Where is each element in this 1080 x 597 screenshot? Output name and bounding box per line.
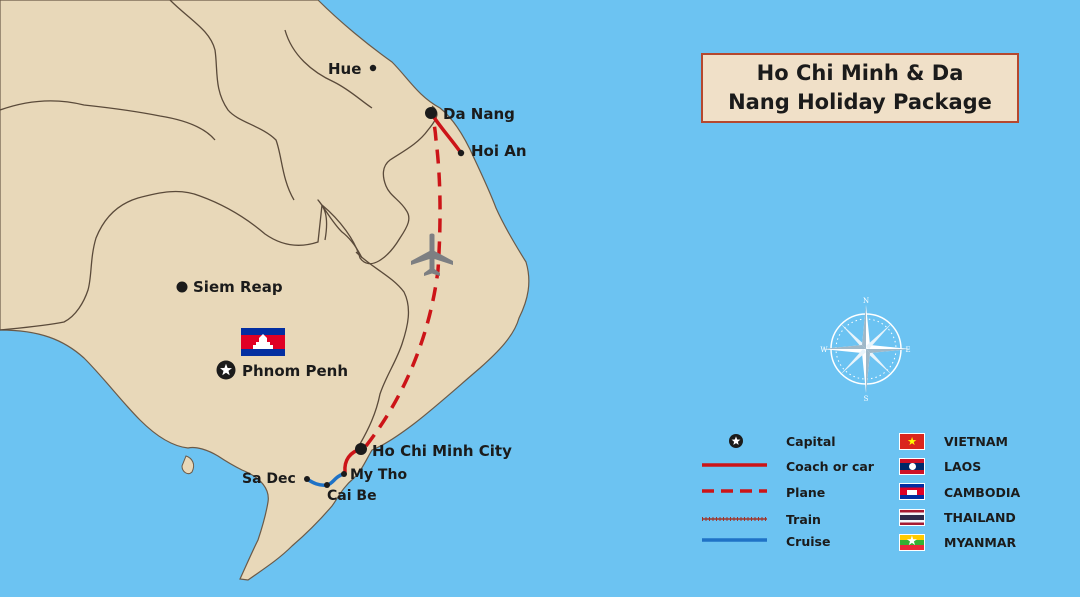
compass-s: S (864, 395, 869, 403)
myanmar-flag-icon: ★ (899, 534, 925, 551)
city-dot-da-nang (425, 107, 437, 119)
label-siem-reap: Siem Reap (193, 278, 283, 296)
city-dot-hue (369, 64, 377, 72)
compass-rose-icon: N S E W (820, 297, 910, 403)
city-dot-sa-dec (304, 476, 310, 482)
legend-symbols (702, 434, 767, 542)
title-line-2: Nang Holiday Package (728, 90, 992, 114)
cambodia-flag-icon (241, 328, 285, 356)
thailand-flag-icon (899, 509, 925, 526)
land-mainland (0, 0, 530, 581)
city-dot-my-tho (341, 471, 347, 477)
city-dot-hoi-an (457, 149, 465, 157)
legend-label-coach: Coach or car (786, 459, 874, 474)
label-sa-dec: Sa Dec (242, 471, 296, 487)
label-my-tho: My Tho (350, 467, 407, 483)
label-hoi-an: Hoi An (471, 142, 527, 160)
legend-label-train: Train (786, 512, 821, 527)
capital-star-icon (216, 360, 236, 380)
label-ho-chi-minh-city: Ho Chi Minh City (372, 442, 512, 460)
legend-label-cruise: Cruise (786, 534, 831, 549)
title-box: Ho Chi Minh & Da Nang Holiday Package (701, 53, 1019, 123)
city-dot-siem-reap (176, 281, 188, 293)
vietnam-flag-icon: ★ (899, 433, 925, 450)
label-hue: Hue (328, 60, 361, 78)
compass-n: N (863, 297, 869, 305)
compass-e: E (905, 346, 910, 354)
label-phnom-penh: Phnom Penh (242, 362, 348, 380)
legend-capital-icon (729, 434, 743, 448)
legend-country-cambodia: CAMBODIA (944, 485, 1021, 500)
city-dot-ho-chi-minh-city (355, 443, 367, 455)
city-dot-cai-be (324, 482, 330, 488)
land-island (181, 455, 195, 475)
title-line-1: Ho Chi Minh & Da (756, 61, 964, 85)
legend-label-plane: Plane (786, 485, 826, 500)
legend-country-laos: LAOS (944, 459, 982, 474)
laos-flag-icon (899, 458, 925, 475)
legend-country-vietnam: VIETNAM (944, 434, 1008, 449)
country-borders (0, 0, 438, 445)
legend-country-thailand: THAILAND (944, 510, 1016, 525)
legend-country-myanmar: MYANMAR (944, 535, 1017, 550)
cambodia-legend-flag-icon (899, 483, 925, 500)
airplane-icon (411, 233, 453, 276)
legend-label-capital: Capital (786, 434, 836, 449)
label-da-nang: Da Nang (443, 105, 515, 123)
route-plane-hcmc-danang (364, 112, 442, 448)
label-cai-be: Cai Be (327, 488, 377, 504)
compass-w: W (820, 346, 828, 354)
